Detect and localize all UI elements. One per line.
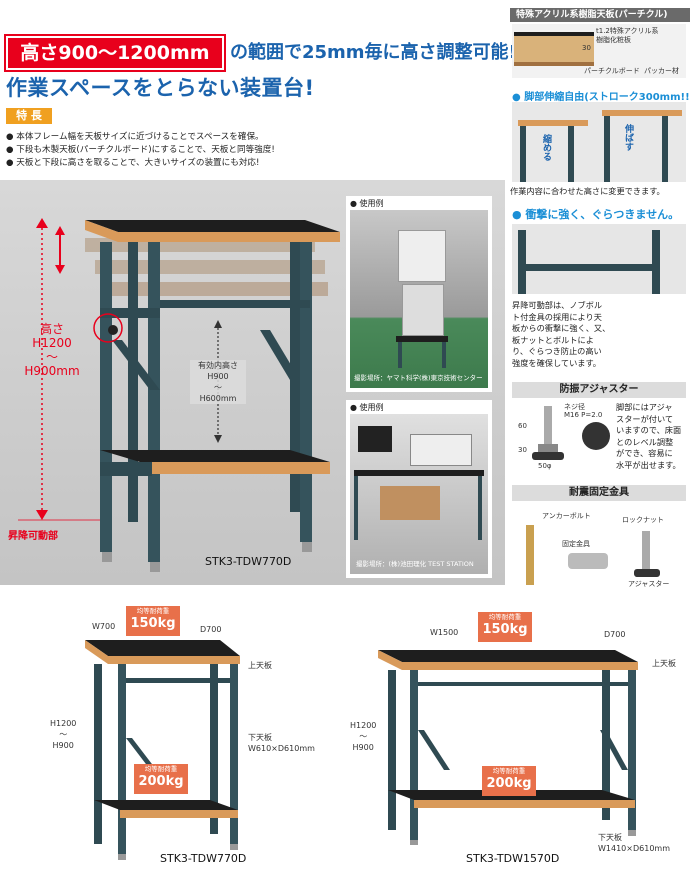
seismic-diagram: アンカーボルト ロックナット 固定金具 アジャスター (512, 503, 686, 593)
photo-caption-2: 撮影場所：(株)池田理化 TEST STATION (356, 560, 474, 568)
height-range-badge: 高さ900〜1200mm (6, 36, 224, 70)
shrink-label: 縮める (541, 134, 551, 161)
leg-stroke-diagram: 縮める 伸ばす (512, 102, 686, 182)
impact-diagram (512, 224, 686, 294)
photo-caption-1: 撮影場所：ヤマト科学(株)東京技術センター (354, 374, 483, 382)
usage-example-1: ● 使用例 撮影場所：ヤマト科学(株)東京技術センター (346, 196, 492, 392)
height-label: H1200〜H900 (350, 721, 377, 752)
feature-item: ● 本体フレーム幅を天板サイズに近づけることでスペースを確保。 (6, 132, 264, 142)
feature-item: ● 下段も木製天板(パーチクルボード)にすることで、天板と同等強度! (6, 145, 275, 155)
depth-label: D700 (200, 625, 222, 634)
usage-tag: ● 使用例 (350, 403, 384, 412)
adjuster-note: 脚部にはアジャ スターが付いて いますので、床面 とのレベル調整 ができ、容易に… (616, 402, 682, 470)
headline-text: の範囲で25mm毎に高さ調整可能!! (230, 42, 525, 63)
lower-load-badge: 均等耐荷重 200kg (482, 766, 536, 796)
seismic-heading: 耐震固定金具 (512, 485, 686, 501)
usage-example-2: ● 使用例 撮影場所：(株)池田理化 TEST STATION (346, 400, 492, 578)
depth-label: D700 (604, 630, 626, 639)
top-plate-label: 上天板 (248, 661, 272, 670)
height-label: H1200〜H900 (50, 719, 77, 750)
usage-photo-2: 撮影場所：(株)池田理化 TEST STATION (350, 414, 488, 574)
leg-stroke-note: 作業内容に合わせた高さに変更できます。 (510, 186, 665, 196)
bottom-right-model-name: STK3-TDW1570D (466, 852, 560, 865)
lift-part-label: 昇降可動部 (8, 531, 58, 542)
top-plate-diagram: t1.2特殊アクリル系 樹脂化粧板 30 パーチクルボード パッカー材 (512, 24, 686, 78)
adjuster-diagram: 60 30 50φ ネジ径 M16 P=2.0 (512, 400, 614, 472)
features-tag: 特 長 (6, 108, 52, 124)
impact-note: 昇降可動部は、ノブボル ト付金具の採用により天 板からの衝撃に強く、又、 板ナッ… (512, 300, 611, 368)
inner-height-label: 有効内高さ H900 〜 H600mm (190, 360, 246, 404)
top-plate-heading: 特殊アクリル系樹脂天板(パーチクル) (510, 8, 690, 22)
extend-label: 伸ばす (623, 124, 633, 151)
width-label: W700 (92, 622, 116, 631)
headline-subtitle: 作業スペースをとらない装置台! (6, 76, 315, 100)
usage-tag: ● 使用例 (350, 199, 384, 208)
leg-stroke-heading: ● 脚部伸縮自由(ストローク300mm!!) (512, 92, 690, 103)
feature-item: ● 天板と下段に高さを取ることで、大きいサイズの装置にも対応! (6, 158, 260, 168)
lower-load-badge: 均等耐荷重 200kg (134, 764, 188, 794)
adjuster-heading: 防振アジャスター (512, 382, 686, 398)
bottom-left-model-name: STK3-TDW770D (160, 852, 247, 865)
main-model-name: STK3-TDW770D (205, 555, 292, 568)
usage-photo-1: 撮影場所：ヤマト科学(株)東京技術センター (350, 210, 488, 388)
top-plate-label: 上天板 (652, 659, 676, 668)
bottom-left-table-diagram (85, 640, 240, 860)
bottom-right-table-diagram (378, 650, 638, 845)
top-load-badge: 均等耐荷重 150kg (126, 606, 180, 636)
top-load-badge: 均等耐荷重 150kg (478, 612, 532, 642)
main-table-illustration (18, 218, 340, 572)
width-label: W1500 (430, 628, 459, 637)
impact-heading: ● 衝撃に強く、ぐらつきません。 (512, 208, 680, 221)
height-range-label: 高さ H1200 〜 H900mm (24, 322, 80, 378)
